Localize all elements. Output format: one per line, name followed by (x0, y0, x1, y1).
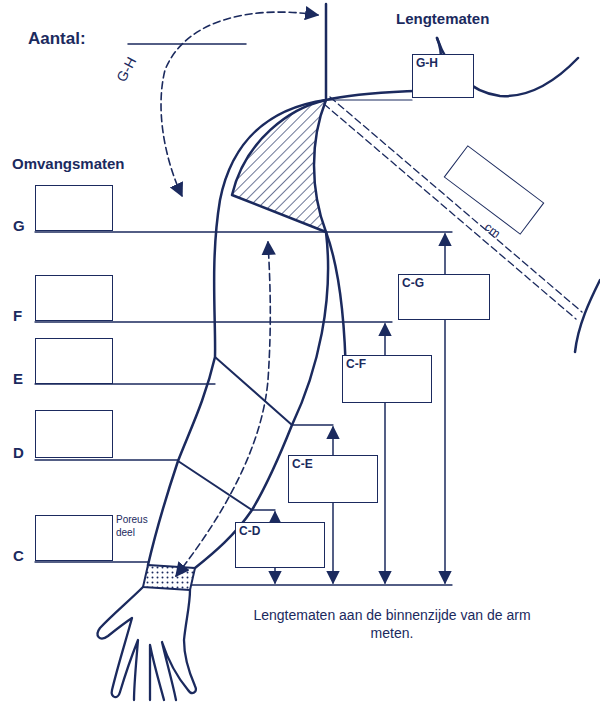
length-box: C-E (288, 455, 378, 503)
fill-line (128, 43, 246, 45)
arc-label: G-H (113, 53, 141, 86)
measure-letter: C (13, 548, 24, 565)
section-heading: Lengtematen (396, 11, 489, 28)
box-label: cm (482, 221, 503, 241)
box-label: C-E (292, 458, 313, 471)
circumference-box: C (35, 515, 113, 561)
box-label: C-F (346, 358, 366, 371)
torso-outline (326, 4, 600, 380)
circumference-box: E (35, 338, 113, 384)
inner-length-arrow (176, 242, 270, 576)
shoulder-arc-arrow (161, 12, 318, 196)
section-line (178, 461, 252, 510)
quantity-label: Aantal: (28, 30, 86, 49)
length-box: C-F (342, 355, 432, 403)
length-box: G-H (412, 54, 474, 98)
armpit-gusset (232, 100, 326, 232)
measure-letter: F (13, 308, 22, 325)
chest-box: cm (444, 145, 545, 235)
leader-line (326, 99, 412, 100)
box-label: G-H (416, 57, 438, 70)
box-label: C-D (239, 525, 260, 538)
measure-letter: D (13, 445, 24, 462)
section-heading: Omvangsmaten (12, 156, 125, 173)
hand-outline (98, 587, 196, 700)
circumference-box: D (35, 410, 113, 458)
reference-line (35, 232, 452, 585)
porous-cuff (143, 565, 195, 590)
length-box: C-G (398, 274, 490, 320)
porous-note: Poreus deel (116, 513, 160, 539)
section-line (215, 357, 292, 425)
chest-measure-line (324, 97, 582, 319)
circumference-box: G (35, 185, 113, 231)
measure-letter: G (13, 218, 25, 235)
instruction-note: Lengtematen aan de binnenzijde van de ar… (232, 606, 552, 642)
circumference-box: F (35, 275, 113, 321)
box-label: C-G (402, 277, 424, 290)
measure-letter: E (13, 371, 23, 388)
length-box: C-D (235, 522, 325, 568)
